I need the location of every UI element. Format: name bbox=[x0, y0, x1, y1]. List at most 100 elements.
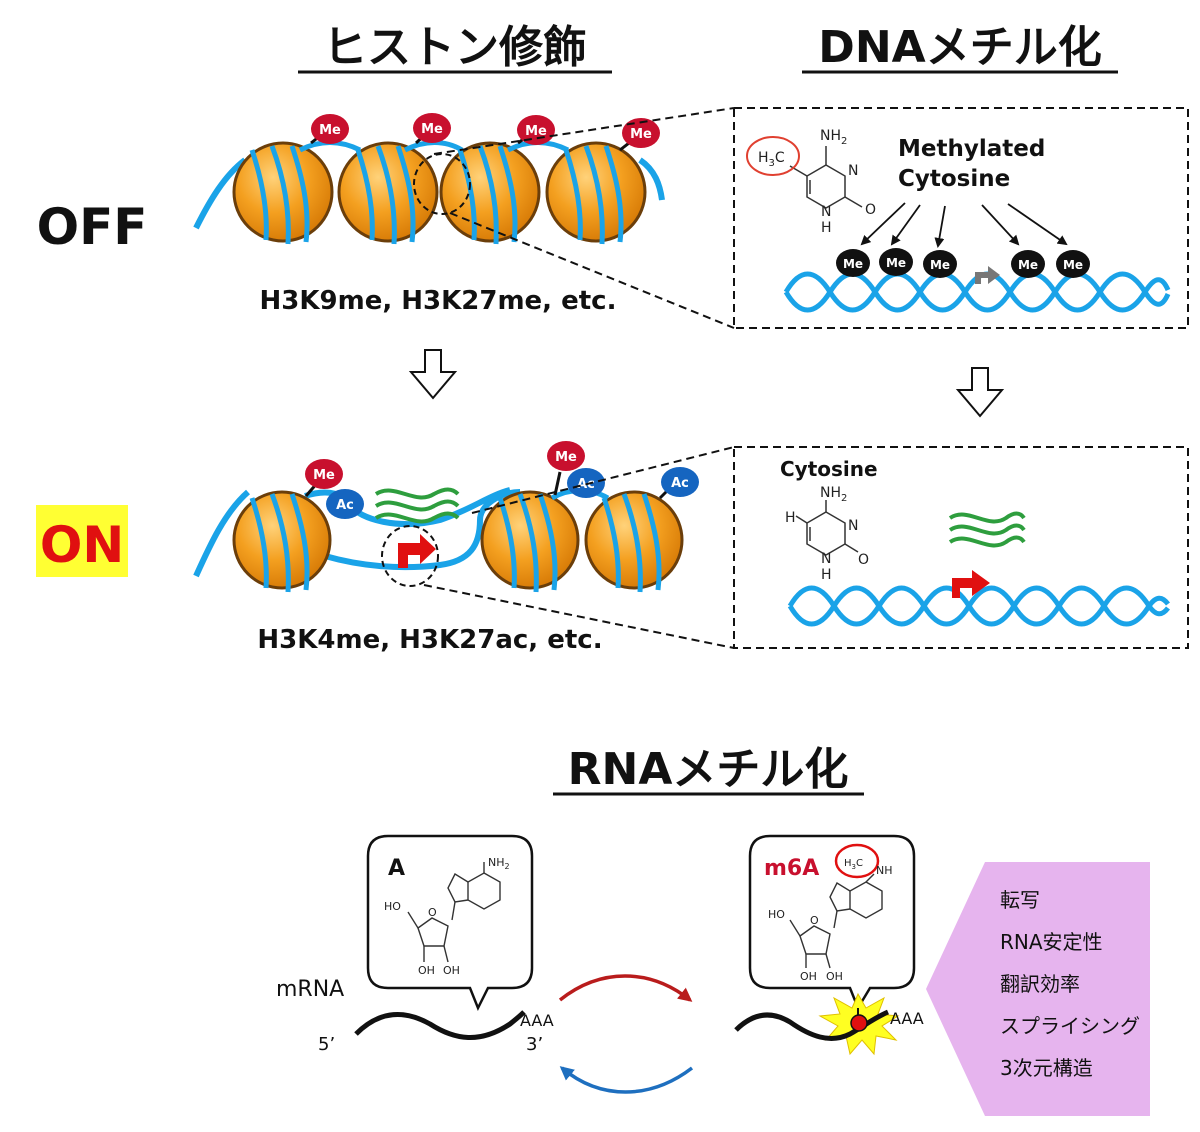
dna-on-nh2: NH2 bbox=[820, 485, 847, 504]
dna-me-text-3: Me bbox=[930, 258, 950, 272]
title-dna: DNAメチル化 bbox=[818, 22, 1101, 73]
dna-off-label-2: Cytosine bbox=[898, 166, 1010, 192]
on-tss-arrow bbox=[398, 534, 436, 568]
off-zoom-line-top bbox=[433, 107, 735, 155]
function-item-1: 転写 bbox=[1000, 888, 1040, 912]
dna-me-badge-3 bbox=[923, 250, 957, 278]
on-me-tail-2 bbox=[553, 471, 562, 496]
dna-me-badge-1 bbox=[836, 249, 870, 277]
off-me-text-4: Me bbox=[630, 127, 652, 142]
on-dna-wraps bbox=[249, 488, 662, 593]
dna-me-text-1: Me bbox=[843, 257, 863, 271]
off-me-badge-3 bbox=[517, 115, 555, 145]
dna-on-n3: N bbox=[848, 518, 858, 534]
on-histone-marks: H3K4me, H3K27ac, etc. bbox=[257, 625, 602, 655]
dna-on-tss-arrow bbox=[952, 570, 990, 598]
on-ac-badge-3 bbox=[661, 467, 699, 497]
off-me-text-2: Me bbox=[421, 122, 443, 137]
on-me-badge-1 bbox=[305, 459, 343, 489]
on-ac-badge-2 bbox=[567, 468, 605, 498]
m6a-bubble bbox=[748, 834, 916, 1011]
on-dna-left-tail bbox=[193, 489, 250, 578]
function-item-3: 翻訳効率 bbox=[1000, 972, 1080, 996]
function-panel bbox=[926, 862, 1150, 1116]
dna-on-h1: H bbox=[821, 567, 832, 583]
off-me-badge-2 bbox=[413, 113, 451, 143]
off-zoom-circle bbox=[413, 153, 471, 215]
m6a-site-dot bbox=[850, 1014, 868, 1032]
adenosine-nh2: NH2 bbox=[488, 856, 510, 871]
dna-off-nh2: NH2 bbox=[820, 128, 847, 147]
adenosine-oh-2: OH bbox=[443, 964, 460, 977]
dna-off-h: H bbox=[821, 220, 832, 236]
off-me-badge-1 bbox=[311, 114, 349, 144]
on-me-badge-2 bbox=[547, 441, 585, 471]
adenosine-oh-1: OH bbox=[418, 964, 435, 977]
state-on-label: ON bbox=[40, 516, 124, 574]
m6a-oh-1: OH bbox=[800, 970, 817, 983]
mrna-strand-left bbox=[354, 1010, 526, 1040]
title-histone: ヒストン修飾 bbox=[323, 22, 587, 73]
off-dna-wraps bbox=[249, 140, 624, 245]
adenosine-ho: HO bbox=[384, 900, 401, 913]
dna-me-text-5: Me bbox=[1063, 258, 1083, 272]
adenosine-structure bbox=[407, 862, 501, 963]
m6a-methyl-circle bbox=[834, 843, 880, 879]
dna-off-label-1: Methylated bbox=[898, 136, 1045, 162]
on-ac-text-1: Ac bbox=[336, 498, 354, 513]
dna-on-label: Cytosine bbox=[780, 457, 878, 481]
off-nucleosome-2 bbox=[337, 141, 439, 243]
off-me-badge-4 bbox=[622, 118, 660, 148]
adenosine-bubble bbox=[366, 834, 534, 1012]
on-histone-transcripts bbox=[374, 487, 460, 524]
methyl-highlight-circle bbox=[746, 136, 800, 176]
on-nucleosome-1 bbox=[232, 490, 332, 590]
state-off-label: OFF bbox=[37, 198, 148, 256]
off-nucleosome-4 bbox=[545, 141, 647, 243]
dna-me-badge-5 bbox=[1056, 250, 1090, 278]
dna-on-box bbox=[733, 446, 1189, 649]
on-ac-badge-1 bbox=[326, 489, 364, 519]
on-me-text-1: Me bbox=[313, 468, 335, 483]
m6a-label: m6A bbox=[764, 856, 819, 881]
off-histone-marks: H3K9me, H3K27me, etc. bbox=[260, 286, 617, 316]
mrna-3prime: 3’ bbox=[526, 1034, 543, 1055]
off-chromatin: Me Me Me Me bbox=[193, 113, 665, 245]
m6a-h3c: H3C bbox=[844, 858, 863, 871]
on-chromatin: Me Ac Me Ac Ac bbox=[193, 441, 699, 593]
dna-on-transcripts bbox=[948, 511, 1026, 548]
histone-transition-arrow bbox=[408, 349, 458, 400]
on-me-text-2: Me bbox=[555, 450, 577, 465]
dna-on-o: O bbox=[858, 552, 869, 568]
dna-on-n1: N bbox=[821, 551, 831, 567]
on-zoom-line-top bbox=[471, 446, 735, 514]
m6a-structure bbox=[789, 873, 883, 969]
dna-off-n3: N bbox=[848, 163, 858, 179]
dna-on-helix bbox=[787, 585, 1170, 627]
off-me-text-3: Me bbox=[525, 124, 547, 139]
off-dna-tail-left bbox=[193, 157, 247, 230]
function-item-5: 3次元構造 bbox=[1000, 1056, 1093, 1080]
writer-arrow bbox=[558, 974, 693, 1002]
dna-off-n1: N bbox=[821, 204, 831, 220]
on-zoom-line-bottom bbox=[423, 584, 735, 649]
m6a-oh-2: OH bbox=[826, 970, 843, 983]
adenosine-label: A bbox=[388, 856, 405, 881]
on-zoom-circle bbox=[381, 525, 439, 587]
title-rna: RNAメチル化 bbox=[568, 744, 849, 795]
on-dna-linker bbox=[324, 489, 521, 571]
mrna-5prime: 5’ bbox=[318, 1034, 335, 1055]
dna-off-h3c: H3C bbox=[758, 150, 785, 169]
on-nucleosome-3 bbox=[584, 490, 684, 590]
mrna-polya-left: AAA bbox=[520, 1011, 554, 1030]
m6a-o: O bbox=[810, 914, 819, 927]
dna-off-o: O bbox=[865, 202, 876, 218]
adenosine-o: O bbox=[428, 906, 437, 919]
m6a-nh: NH bbox=[876, 864, 893, 877]
function-item-2: RNA安定性 bbox=[1000, 930, 1103, 954]
mrna-polya-right: AAA bbox=[890, 1009, 924, 1028]
cytosine-structure bbox=[795, 500, 859, 556]
dna-me-text-2: Me bbox=[886, 256, 906, 270]
